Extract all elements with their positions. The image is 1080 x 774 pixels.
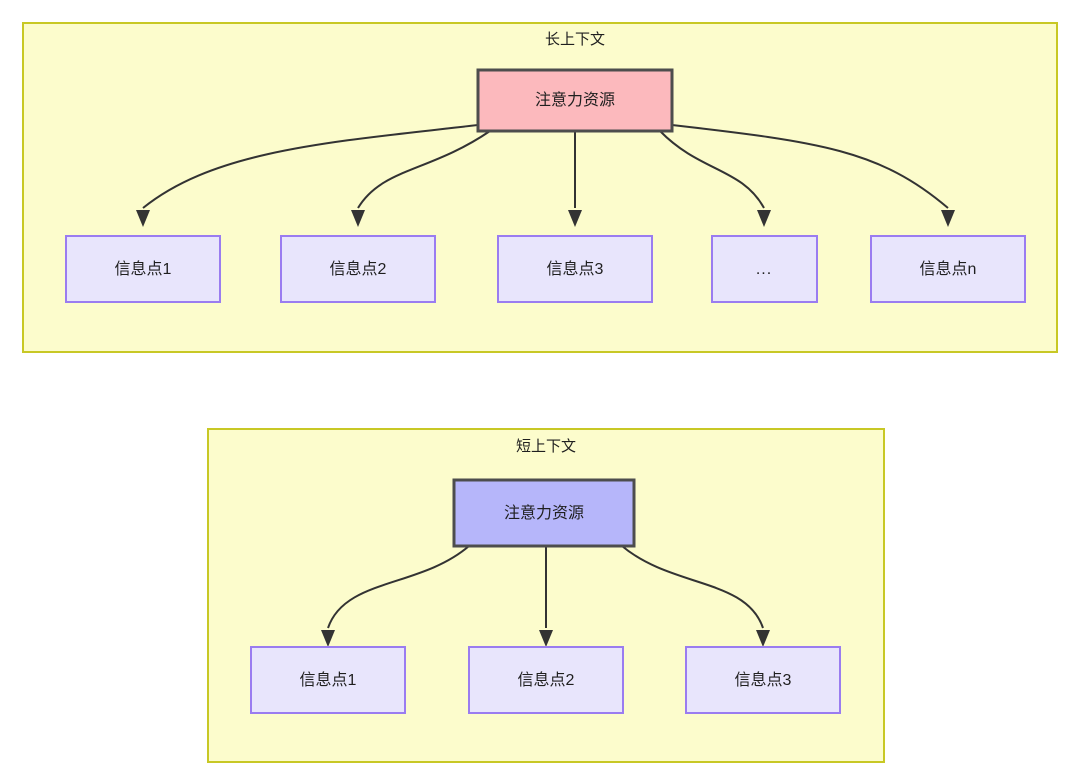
node-short-leaf-1-label: 信息点1: [300, 671, 357, 689]
node-long-leaf-2[interactable]: 信息点2: [280, 235, 436, 303]
node-short-leaf-3-label: 信息点3: [735, 671, 792, 689]
node-short-leaf-2[interactable]: 信息点2: [468, 646, 624, 714]
node-short-root-label: 注意力资源: [504, 503, 584, 522]
node-short-root[interactable]: 注意力资源: [452, 478, 636, 548]
node-long-leaf-ellipsis-label: ...: [756, 261, 772, 278]
node-long-leaf-ellipsis[interactable]: ...: [711, 235, 818, 303]
edge-short-root-to-leaf-3: [621, 545, 764, 629]
panel-short-context-title: 短上下文: [516, 438, 576, 455]
edges-short-context: [321, 545, 770, 647]
arrowhead-leaf-1: [136, 210, 150, 227]
panel-long-context: 长上下文 注意力资源 信息: [22, 22, 1058, 353]
node-long-leaf-n-rect[interactable]: [870, 235, 1026, 303]
edge-root-to-leaf-4: [659, 130, 765, 209]
node-short-leaf-3[interactable]: 信息点3: [685, 646, 841, 714]
node-long-leaf-n[interactable]: 信息点n: [870, 235, 1026, 303]
node-long-root-label: 注意力资源: [535, 90, 615, 109]
node-short-root-rect[interactable]: [452, 478, 636, 548]
node-long-root-rect[interactable]: [476, 68, 674, 133]
edge-root-to-leaf-1: [142, 124, 479, 209]
node-short-leaf-3-rect[interactable]: [685, 646, 841, 714]
node-short-leaf-2-label: 信息点2: [518, 671, 575, 689]
node-long-root[interactable]: 注意力资源: [476, 68, 674, 133]
edge-root-to-leaf-5: [671, 124, 949, 209]
node-long-leaf-2-rect[interactable]: [280, 235, 436, 303]
edges-long-context: [136, 124, 955, 227]
edge-root-to-leaf-2: [357, 130, 491, 209]
node-long-leaf-3-label: 信息点3: [547, 260, 604, 278]
node-long-leaf-1[interactable]: 信息点1: [65, 235, 221, 303]
arrowhead-short-leaf-2: [539, 630, 553, 647]
node-long-leaf-3[interactable]: 信息点3: [497, 235, 653, 303]
arrowhead-leaf-3: [568, 210, 582, 227]
arrowhead-short-leaf-3: [756, 630, 770, 647]
arrowhead-leaf-2: [351, 210, 365, 227]
panel-long-context-title: 长上下文: [545, 31, 605, 48]
panel-short-context: 短上下文 注意力资源 信息点1 信息点: [207, 428, 885, 763]
node-long-leaf-1-rect[interactable]: [65, 235, 221, 303]
node-short-leaf-2-rect[interactable]: [468, 646, 624, 714]
node-long-leaf-3-rect[interactable]: [497, 235, 653, 303]
arrowhead-leaf-5: [941, 210, 955, 227]
node-long-leaf-2-label: 信息点2: [330, 260, 387, 278]
node-short-leaf-1-rect[interactable]: [250, 646, 406, 714]
arrowhead-leaf-4: [757, 210, 771, 227]
node-short-leaf-1[interactable]: 信息点1: [250, 646, 406, 714]
node-long-leaf-1-label: 信息点1: [115, 260, 172, 278]
node-long-leaf-ellipsis-rect[interactable]: [711, 235, 818, 303]
arrowhead-short-leaf-1: [321, 630, 335, 647]
node-long-leaf-n-label: 信息点n: [920, 260, 977, 278]
edge-short-root-to-leaf-1: [327, 545, 470, 629]
